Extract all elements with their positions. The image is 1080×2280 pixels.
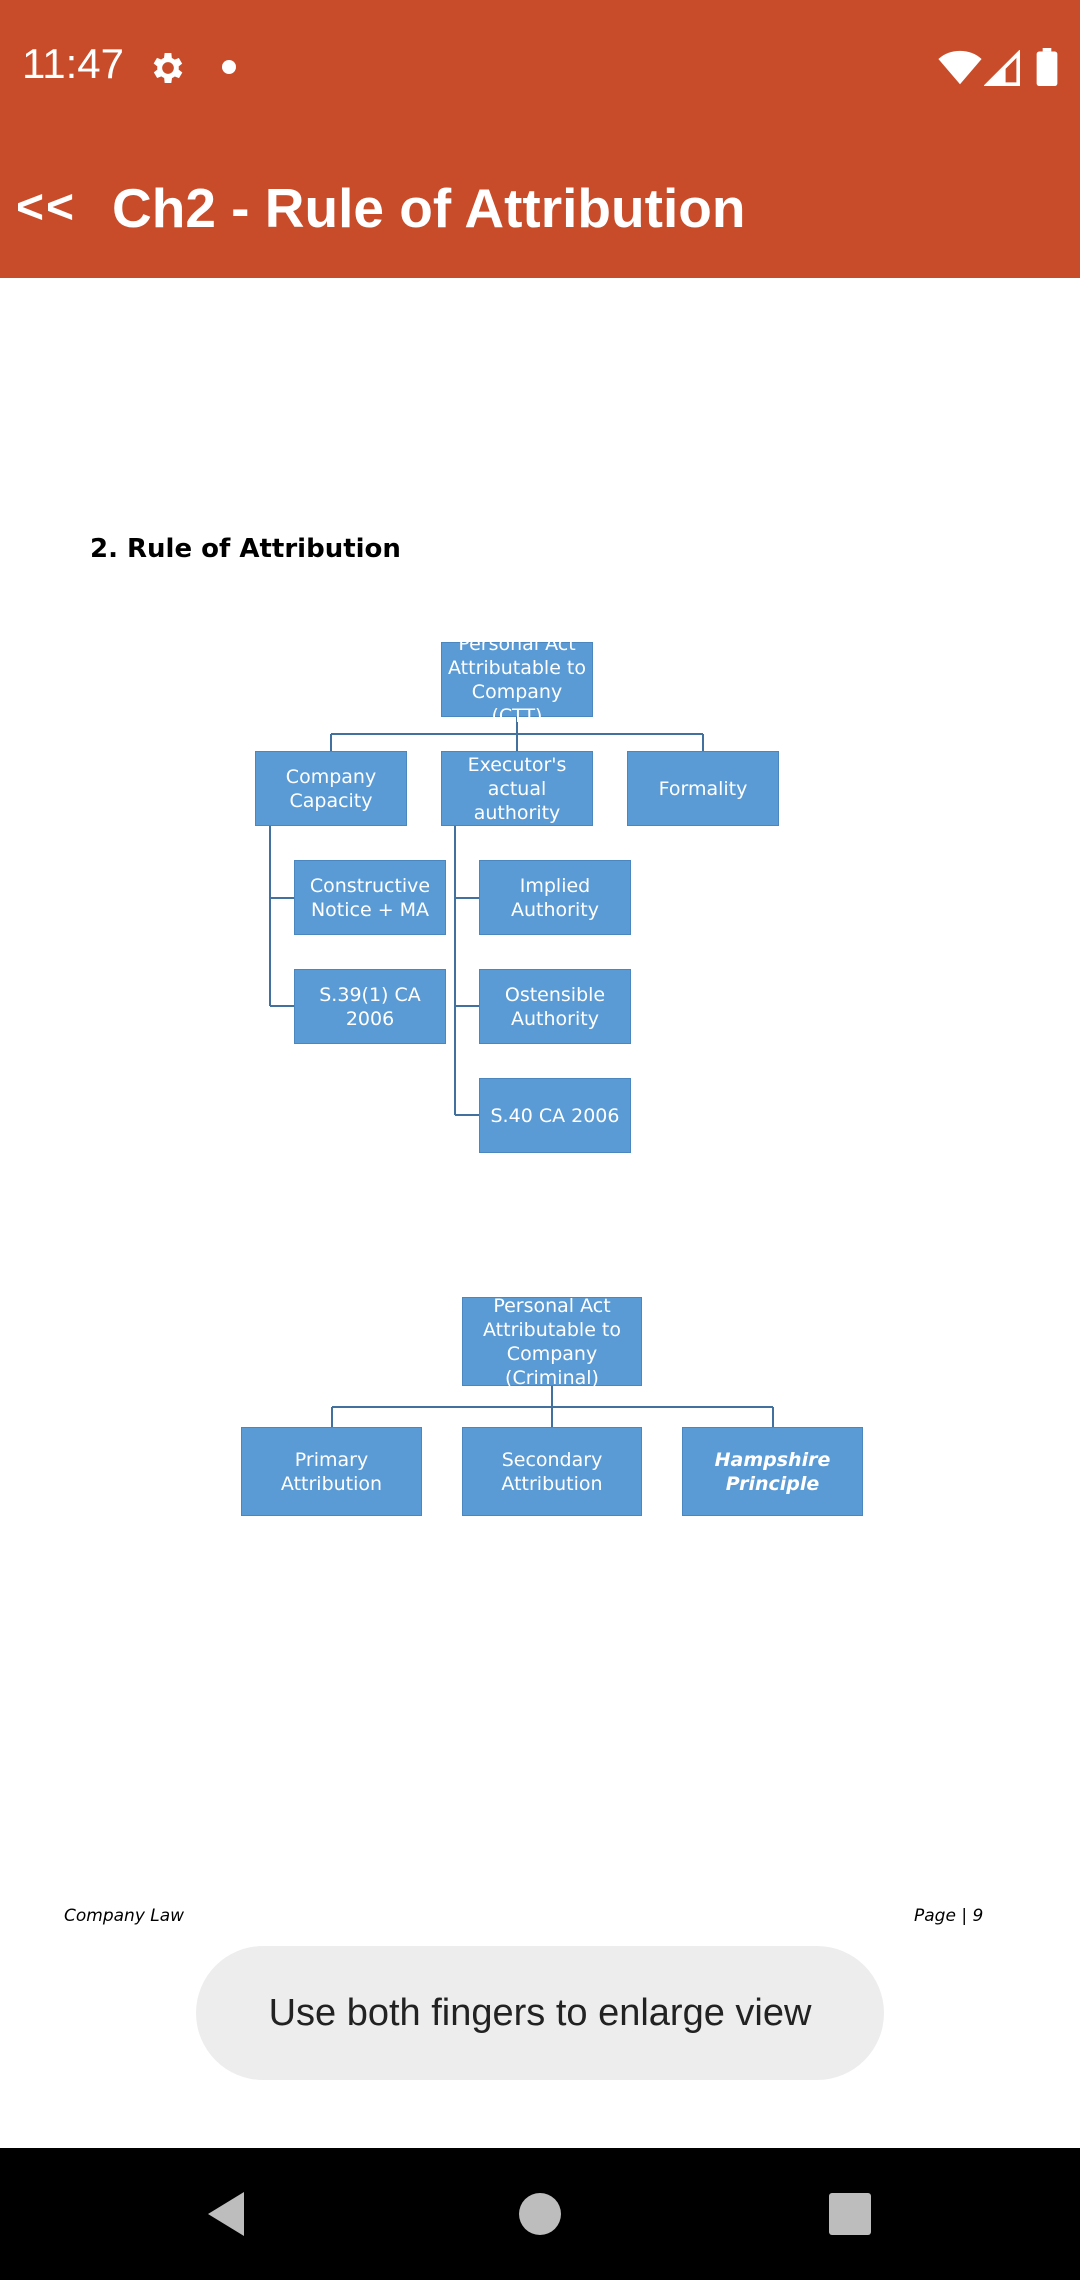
- chart-node-primary-attribution: Primary Attribution: [241, 1427, 422, 1516]
- notification-dot-icon: [222, 60, 236, 74]
- chart-node-ostensible-authority: Ostensible Authority: [479, 969, 631, 1044]
- footer-left: Company Law: [64, 1906, 185, 1926]
- chart-node-company-capacity: Company Capacity: [255, 751, 407, 826]
- chart-node-ctt-root: Personal Act Attributable to Company (CT…: [441, 633, 593, 727]
- app-bar: 11:47 << Ch2 - Rule of Attribution: [0, 0, 1080, 278]
- gear-icon: [153, 53, 183, 83]
- wifi-icon: [938, 50, 982, 85]
- chart-node-formality: Formality: [627, 751, 779, 826]
- chart-node-criminal-root: Personal Act Attributable to Company (Cr…: [462, 1295, 642, 1389]
- document-page[interactable]: 2. Rule of Attribution Personal Act Attr…: [0, 278, 1080, 2148]
- back-button[interactable]: <<: [16, 181, 77, 234]
- toast-message: Use both fingers to enlarge view: [196, 1946, 884, 2080]
- nav-back-icon[interactable]: [206, 2190, 246, 2238]
- battery-icon: [1036, 48, 1058, 86]
- chart-node-constructive-notice: Constructive Notice + MA: [294, 860, 446, 935]
- signal-icon: [984, 50, 1020, 86]
- chart-node-implied-authority: Implied Authority: [479, 860, 631, 935]
- footer-page-number: Page | 9: [914, 1906, 984, 1926]
- chart-node-secondary-attribution: Secondary Attribution: [462, 1427, 642, 1516]
- nav-home-icon[interactable]: [519, 2193, 561, 2235]
- chart-node-s39: S.39(1) CA 2006: [294, 969, 446, 1044]
- section-heading: 2. Rule of Attribution: [90, 534, 401, 564]
- org-chart-connectors: [269, 717, 774, 1427]
- chart-node-s40: S.40 CA 2006: [479, 1078, 631, 1153]
- status-time: 11:47: [22, 40, 124, 87]
- nav-recents-icon[interactable]: [829, 2193, 871, 2235]
- page-title: Ch2 - Rule of Attribution: [112, 177, 746, 239]
- chart-node-hampshire-principle: Hampshire Principle: [682, 1427, 863, 1516]
- chart-node-executor-authority: Executor's actual authority: [441, 751, 593, 826]
- navigation-bar: [0, 2148, 1080, 2280]
